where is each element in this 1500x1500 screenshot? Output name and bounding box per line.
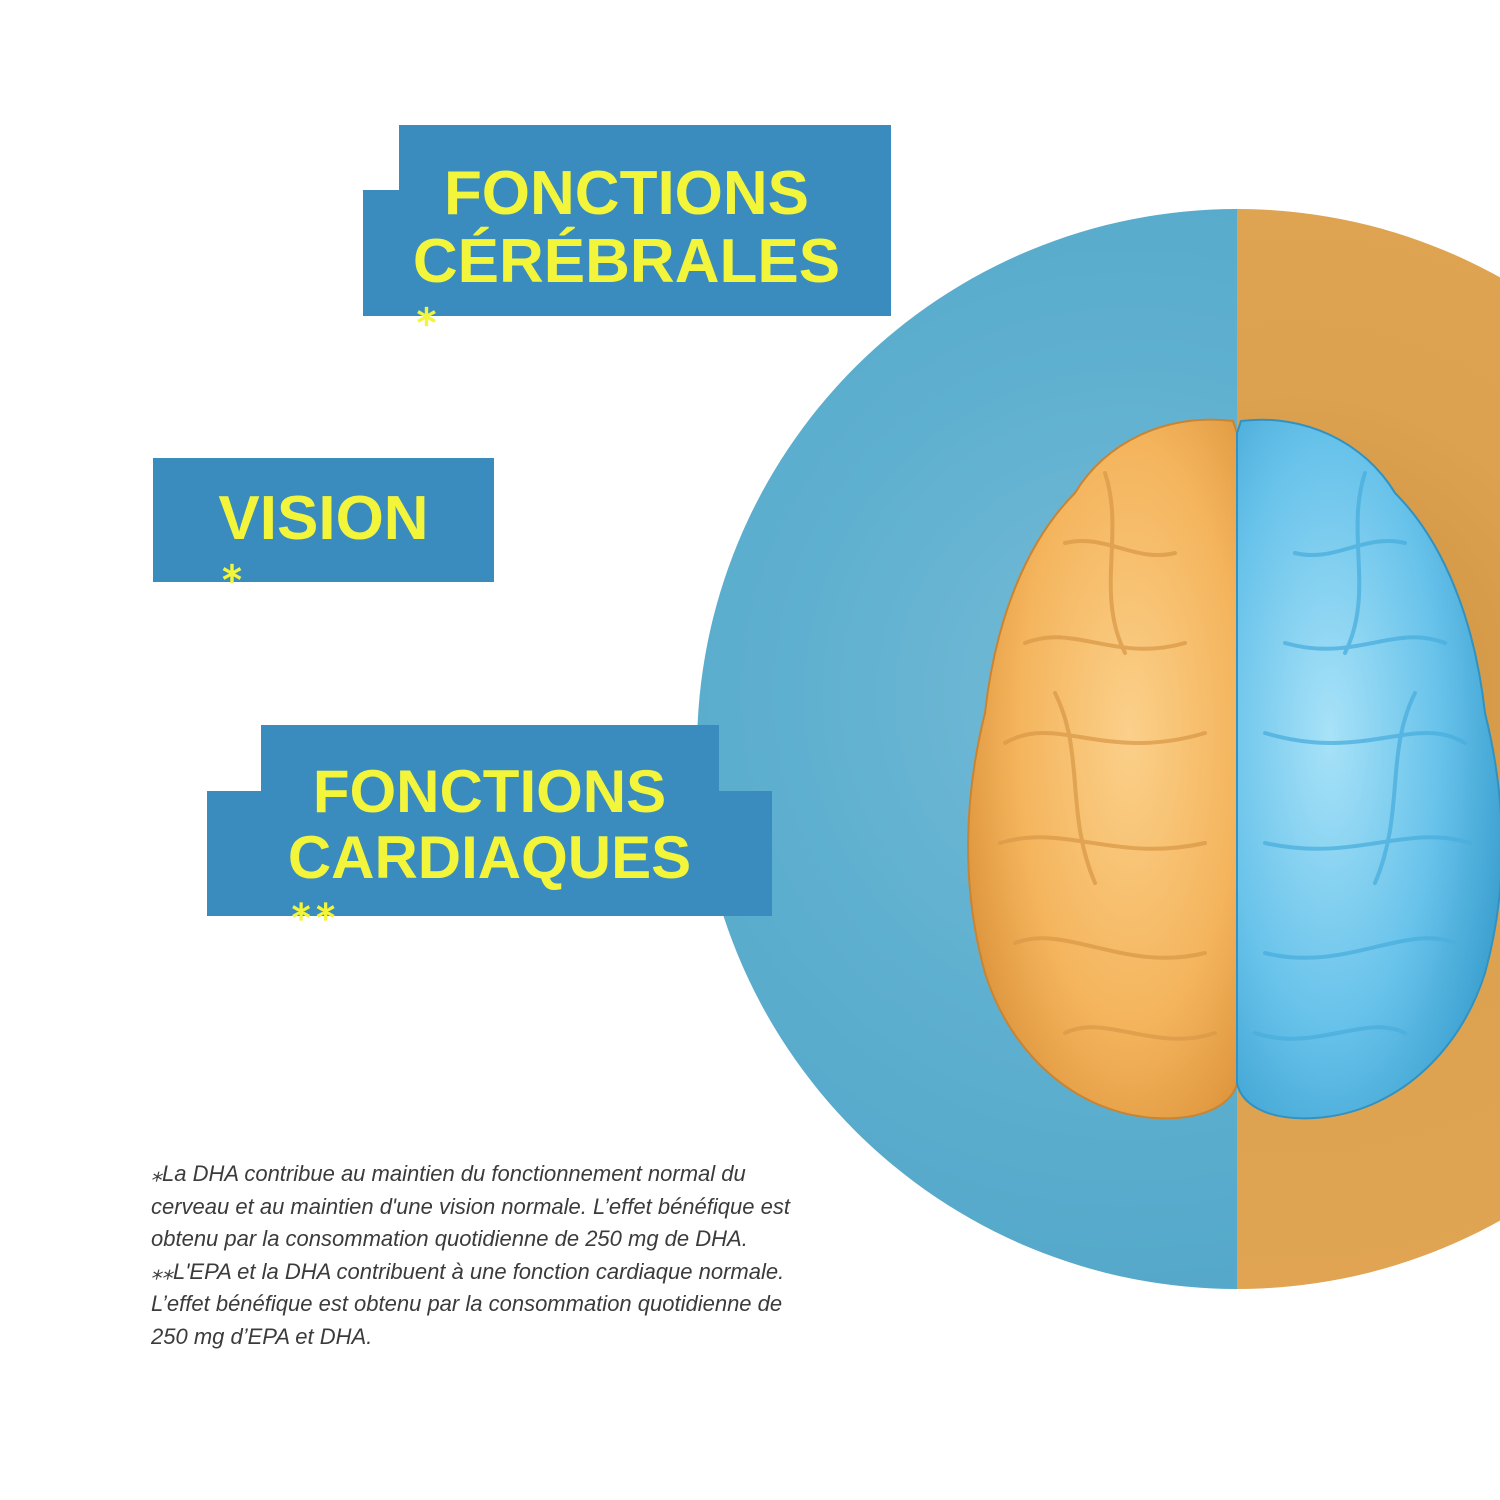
- banner-plate: [363, 190, 890, 316]
- banner-heart-functions: FONCTIONS CARDIAQUES⁎⁎: [207, 725, 772, 925]
- asterisk-mark: ⁎⁎: [291, 885, 341, 927]
- asterisk-mark: ⁎: [416, 290, 443, 333]
- brain-right-hemisphere: [1236, 418, 1500, 1120]
- footnote-line: L’effet bénéfique est obtenu par la cons…: [151, 1291, 783, 1316]
- banner-plate: [207, 791, 772, 916]
- footnote: ⁎La DHA contribue au maintien du fonctio…: [151, 1158, 871, 1353]
- banner-vision: VISION⁎: [153, 458, 494, 588]
- brain-illustration: [967, 418, 1500, 1120]
- banner-line: FONCTIONS: [443, 159, 810, 228]
- banner-line: VISION: [218, 484, 429, 553]
- banner-plate: [153, 458, 494, 582]
- footnote-line: ⁎La DHA contribue au maintien du fonctio…: [151, 1161, 746, 1186]
- footnote-line: 250 mg d’EPA et DHA.: [151, 1323, 373, 1349]
- banner-brain-functions: FONCTIONS CÉRÉBRALES⁎: [363, 125, 891, 331]
- asterisk-mark: ⁎: [222, 547, 248, 590]
- banner-line: CARDIAQUES: [287, 824, 692, 891]
- banner-line: FONCTIONS: [312, 758, 667, 825]
- footnote-line: cerveau et au maintien d'une vision norm…: [151, 1193, 790, 1219]
- footnote-line: ⁎⁎L'EPA et la DHA contribuent à une fonc…: [151, 1258, 785, 1284]
- banner-line: CÉRÉBRALES: [412, 227, 841, 296]
- brain-left-hemisphere: [967, 418, 1238, 1120]
- footnote-line: obtenu par la consommation quotidienne d…: [151, 1226, 748, 1251]
